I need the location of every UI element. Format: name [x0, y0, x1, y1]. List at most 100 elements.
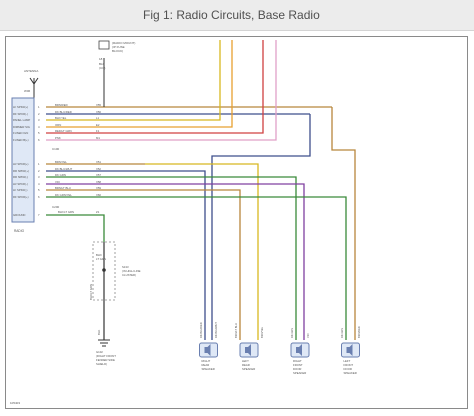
bottom-circuit-label: X52 [96, 167, 101, 171]
top-pin-num: 2 [38, 112, 40, 116]
speaker-label: RIGHT [202, 359, 211, 363]
bottom-pin-name: LR SPKR(-) [13, 182, 28, 186]
speaker-wire-label-left: DK BLU/RED [199, 322, 203, 338]
speaker-icon [204, 344, 211, 356]
ground-pin-name: GROUND [13, 213, 25, 217]
speaker-wire-label-left: DK GRN [340, 328, 344, 338]
top-pin-name: FUSED IGN [13, 131, 28, 135]
top-pin-name: PANEL LAMP [13, 118, 30, 122]
speaker-label: DOOR [344, 367, 352, 371]
top-wire-label: BLK/YEL [55, 116, 67, 120]
ground-location-label: SHIELD) [96, 362, 107, 366]
speaker-wire-label-right: VIO [306, 334, 310, 338]
speaker-icon [346, 344, 353, 356]
top-circuit-label: X56 [96, 110, 101, 114]
radio-box [11, 97, 35, 223]
speaker-icon [296, 344, 302, 356]
bottom-pin-num: 4 [38, 182, 40, 186]
top-circuit-label: E2 [96, 123, 100, 127]
top-pin-num: 3 [38, 118, 40, 122]
fuse-pin-label: 18 [99, 57, 103, 61]
ground-lower-wire-label: BLK [97, 330, 101, 335]
radio-connector-bottom: C200 [52, 205, 60, 209]
speaker-icon [245, 344, 251, 356]
ground-wire-label: BLK/LT GRN [58, 210, 74, 214]
wire-lf-spkr-pos-run [331, 107, 356, 340]
bottom-pin-name: LF SPKR(-) [13, 188, 28, 192]
wire-rf-spkr-neg-run [211, 114, 311, 340]
speaker-label: RIGHT [293, 359, 302, 363]
title-bar: Fig 1: Radio Circuits, Base Radio [0, 0, 474, 31]
speaker-label: SPEAKER [344, 371, 357, 375]
bottom-wire-label: DK GRN/YEL [55, 193, 72, 197]
fuse-wire-label: (CC) [99, 66, 105, 70]
bottom-circuit-label: X60 [96, 193, 101, 197]
speaker-wire-label-right: DK BLU/WHT [214, 322, 218, 338]
fuse-block-box [98, 40, 110, 50]
top-pin-num: 5 [38, 131, 40, 135]
top-circuit-label: L1 [96, 116, 100, 120]
diagram-frame [5, 36, 468, 409]
ground-location-label: FENDER SIDE [96, 358, 115, 362]
ground-vertical-wire-label: BLK/LT GRN [89, 284, 93, 300]
fuse-wire-label: BLK [99, 62, 105, 66]
speaker-label: SPEAKER [202, 367, 215, 371]
figure-code: 105403 [10, 401, 20, 405]
fuse-block-label: BLOCK) [112, 49, 123, 53]
ground-pin-num: 7 [38, 213, 40, 217]
bottom-circuit-label: X59 [96, 186, 101, 190]
top-circuit-label: F1 [96, 129, 100, 133]
bottom-wire-label: BRN/LT BLU [55, 186, 71, 190]
speaker-label: DOOR [293, 367, 301, 371]
speaker-label: LEFT [242, 359, 249, 363]
radio-label: RADIO [14, 229, 25, 233]
wire-ground [46, 214, 105, 242]
top-wire-label: PNK [55, 136, 61, 140]
top-pin-name: RF SPKR(-) [13, 112, 28, 116]
bottom-wire-label: DK GRN [55, 173, 66, 177]
bottom-pin-num: 3 [38, 175, 40, 179]
wire-lr-spkr-pos-run [145, 163, 259, 340]
top-pin-name: LF SPKR(+) [13, 105, 28, 109]
bottom-pin-name: RF SPKR(+) [13, 195, 29, 199]
antenna-label: ANTENNA [24, 69, 38, 73]
speaker-label: REAR [202, 363, 210, 367]
bottom-pin-num: 5 [38, 188, 40, 192]
top-pin-name: DIMMER SIG [13, 125, 30, 129]
splice-wire-label: LT GRN [96, 257, 106, 261]
top-wire-label: BRN/RED [55, 103, 68, 107]
wire-lf-spkr-neg-run [46, 189, 241, 340]
bottom-pin-num: 1 [38, 162, 40, 166]
top-wire-label: ORN [55, 123, 61, 127]
top-wire-label: DK BLU/RED [55, 110, 72, 114]
top-circuit-label: X55 [96, 103, 101, 107]
figure-title: Fig 1: Radio Circuits, Base Radio [143, 8, 320, 22]
bottom-pin-num: 6 [38, 195, 40, 199]
bottom-circuit-label: X51 [96, 160, 101, 164]
ground-location-label: (RIGHT FRONT [96, 354, 116, 358]
antenna-connector: W06 [24, 89, 31, 93]
bottom-circuit-label: X57 [96, 173, 101, 177]
top-pin-num: 4 [38, 125, 40, 129]
fuse-block-label: (IP FUSE [112, 45, 125, 49]
bottom-circuit-label: X58 [96, 180, 101, 184]
ground-location-label: G102 [96, 350, 103, 354]
wire-fused-batt-run [118, 40, 277, 141]
wire-rf-spkr-pos-run [46, 196, 347, 340]
speaker-label: LEFT [344, 359, 351, 363]
bottom-wire-label: DK BLU/WHT [55, 167, 73, 171]
bottom-wire-label: BRN/YEL [55, 160, 67, 164]
speaker-label: SPEAKER [293, 371, 306, 375]
speaker-wire-label-right: BRN/RED [357, 326, 361, 338]
wire-rr-spkr-neg-run [46, 176, 297, 340]
bottom-wire-label: VIO [55, 180, 61, 184]
wire-lr-spkr-neg-run [46, 183, 305, 340]
speaker-label: FRONT [293, 363, 303, 367]
bottom-pin-name: RR SPKR(-) [13, 175, 28, 179]
splice-label: S133 [122, 265, 129, 269]
top-pin-num: 6 [38, 138, 40, 142]
speaker-wire-label-right: BRN/YEL [260, 326, 264, 338]
wire-panel-lamp-run [118, 40, 221, 121]
splice-wire-label: BLK/ [96, 253, 102, 257]
